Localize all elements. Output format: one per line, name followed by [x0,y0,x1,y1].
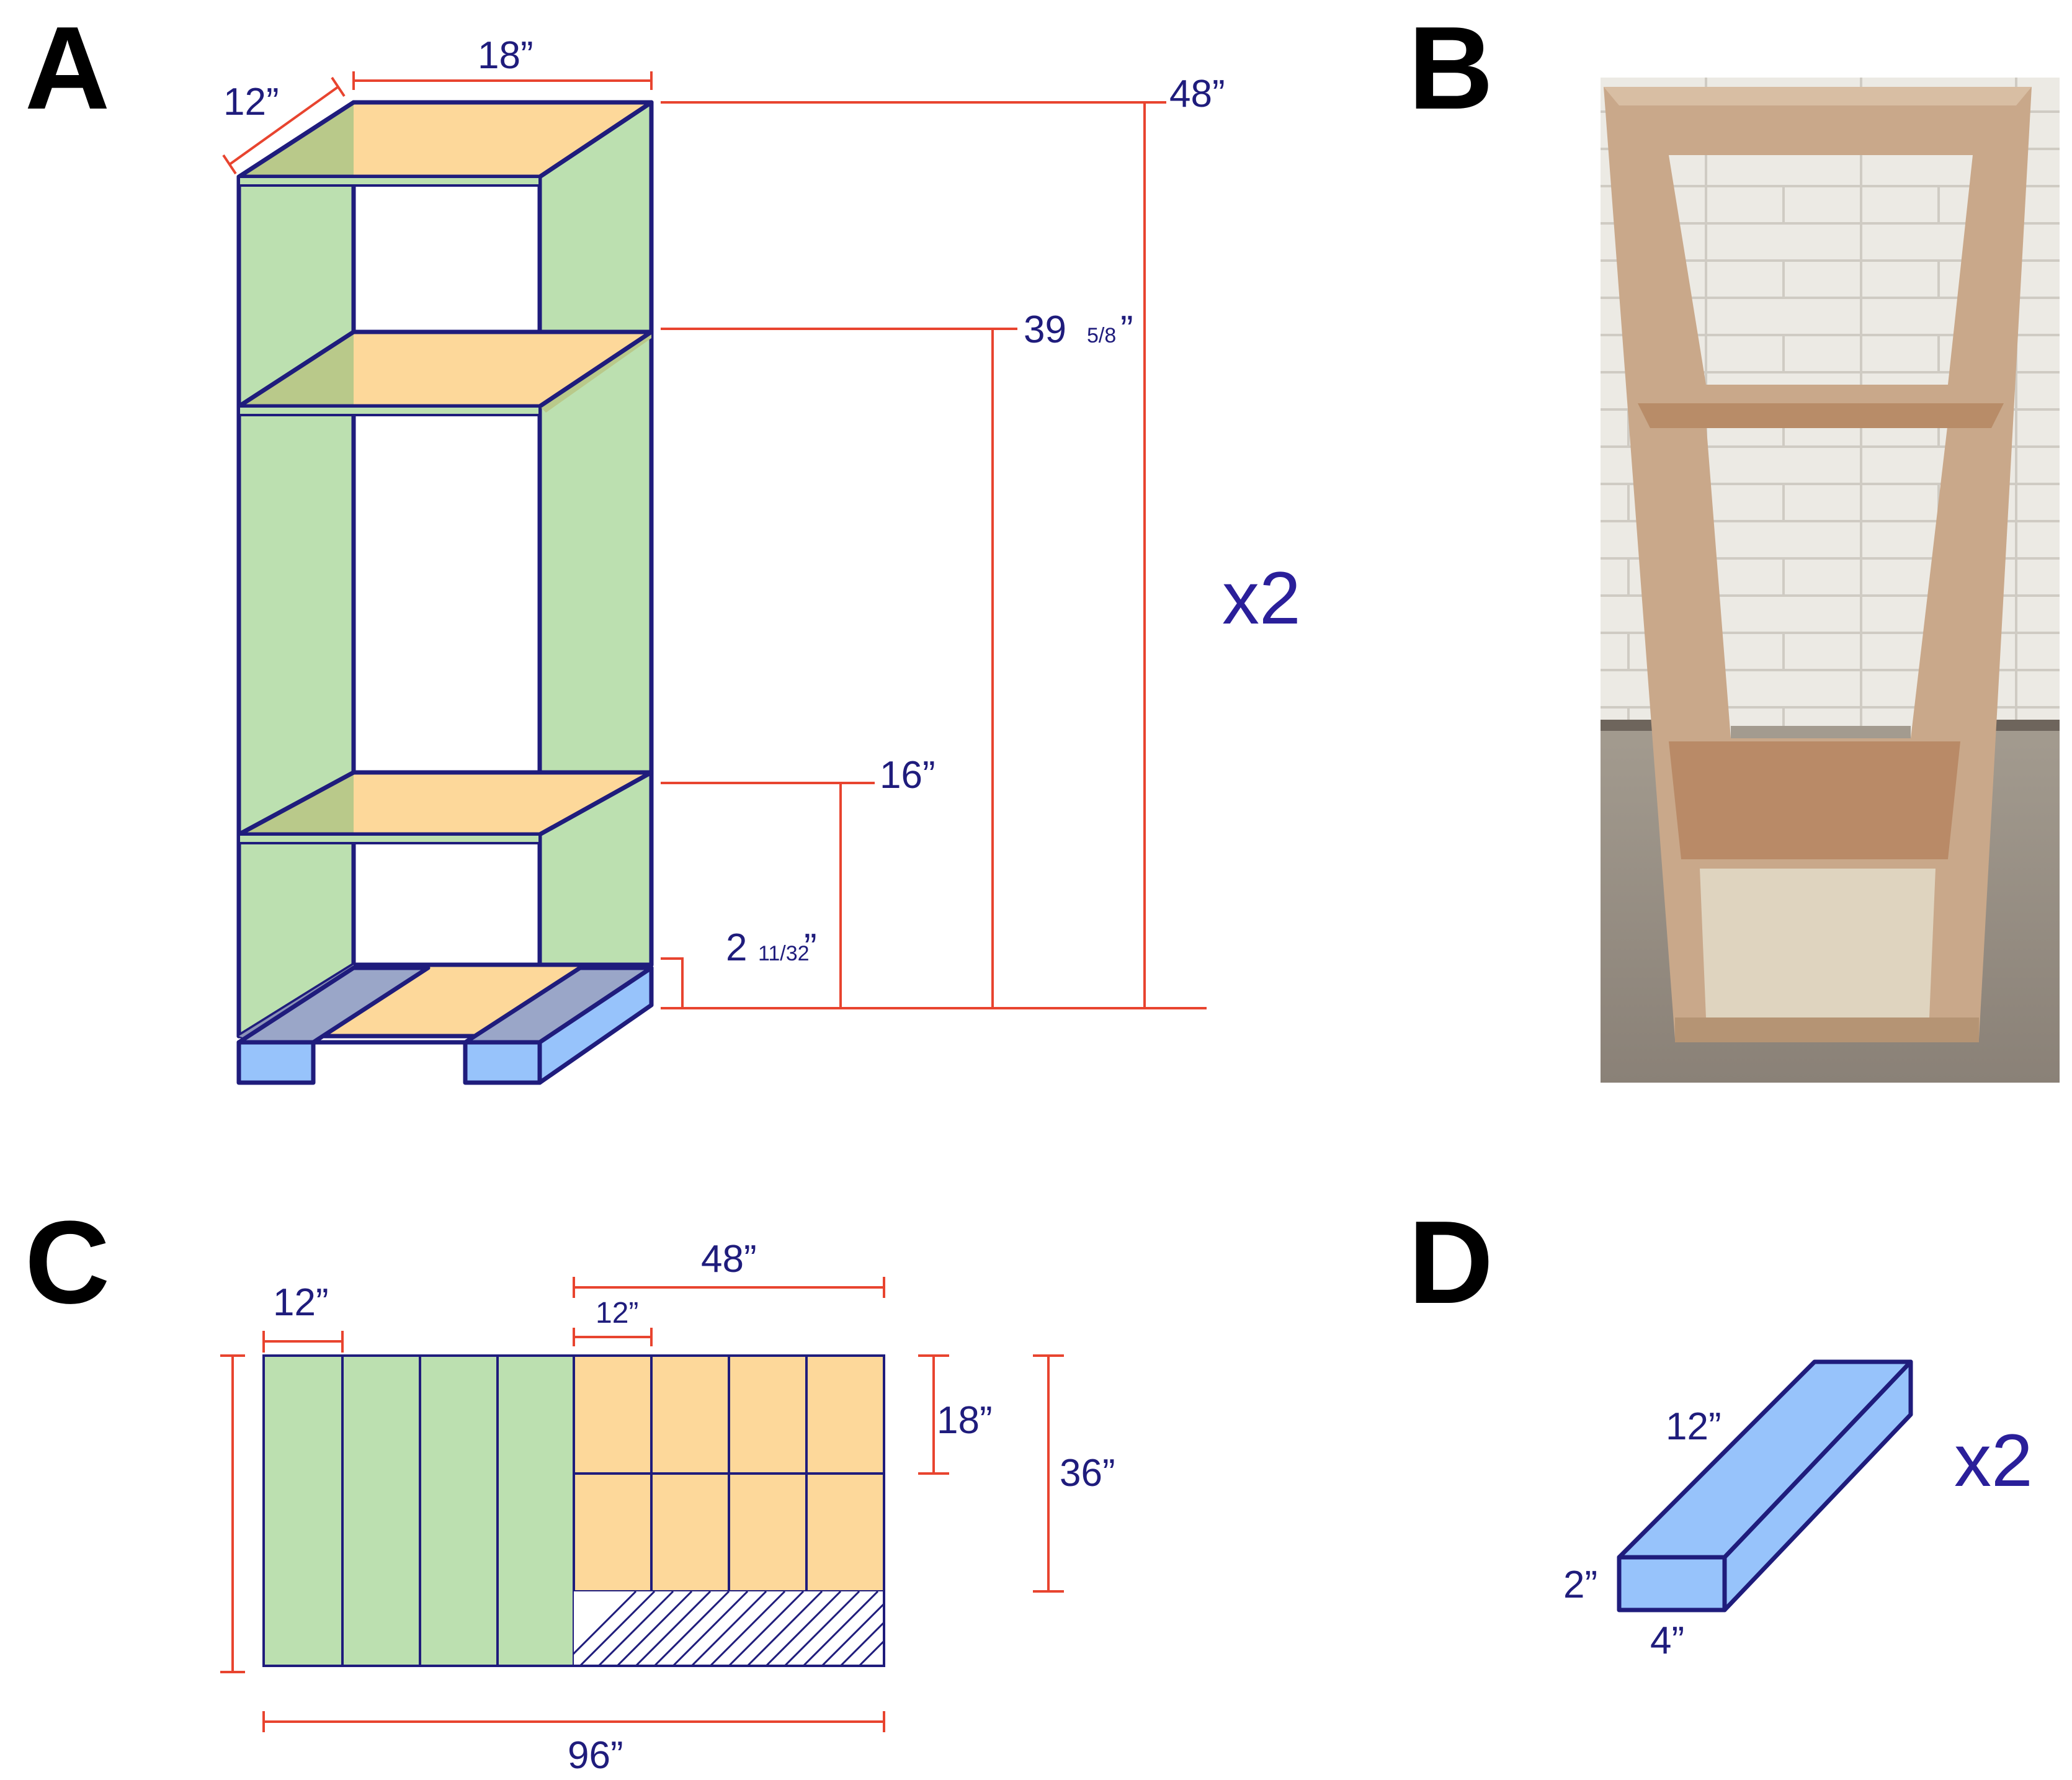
label-height-shelf2-inch: ” [1120,308,1133,351]
label-height-base-fraction: 11/32 [758,942,810,965]
scrap-area [574,1591,884,1666]
photo-cabinet-shelf-upper [1638,403,2004,428]
label-block-height: 2” [1563,1563,1597,1606]
right-skid-front [463,1040,542,1085]
label-shelf-depth: 18” [937,1399,993,1442]
cabinet-photo [1601,78,2060,1083]
panel-d-multiplier: x2 [1954,1419,2033,1502]
label-height-shelf1: 16” [880,754,936,797]
left-skid-front [236,1040,316,1085]
top-panel-edge [238,176,541,187]
label-block-length: 12” [1666,1405,1721,1448]
panel-a-letter: A [25,2,110,134]
panel-a-multiplier: x2 [1222,557,1301,640]
photo-cabinet-opening-top [1669,155,1973,385]
skid-block-front [1617,1555,1727,1612]
panel-a: A 12 [25,2,1301,1085]
label-height-top: 48” [1169,73,1225,115]
panel-b: B [1408,2,2060,1083]
label-block-width: 4” [1650,1619,1684,1662]
label-sheet-length: 96” [568,1734,623,1777]
label-height-shelf2-fraction: 5/8 [1087,324,1116,347]
left-side-panel [236,100,356,1039]
lower-shelf-edge [238,833,541,844]
label-shelf-width: 12” [596,1297,638,1330]
photo-cabinet-shelf-lower [1669,741,1960,859]
photo-cabinet-opening-middle [1706,422,1948,738]
upper-shelf-edge [238,405,541,416]
label-height-base-inch: ” [804,926,817,969]
panel-d-letter: D [1408,1197,1493,1328]
panel-c-letter: C [25,1197,110,1328]
label-height-shelf2: 39 [1024,308,1066,351]
label-height-base: 2 [726,926,747,969]
panel-c: C [25,1197,1115,1777]
cabinet-interior [354,177,540,965]
label-depth: 12” [223,81,279,123]
label-shelf-group: 48” [701,1238,757,1281]
photo-cabinet-skid [1675,1017,1979,1042]
label-shelf-total: 36” [1060,1452,1115,1495]
label-width: 18” [478,34,534,77]
right-side-panel [537,100,654,1039]
panel-d: D 12” 2” 4” x2 [1408,1197,2033,1662]
label-strip-width: 12” [273,1281,329,1324]
photo-cabinet-opening-bottom [1700,869,1936,1017]
panel-b-letter: B [1408,2,1493,134]
